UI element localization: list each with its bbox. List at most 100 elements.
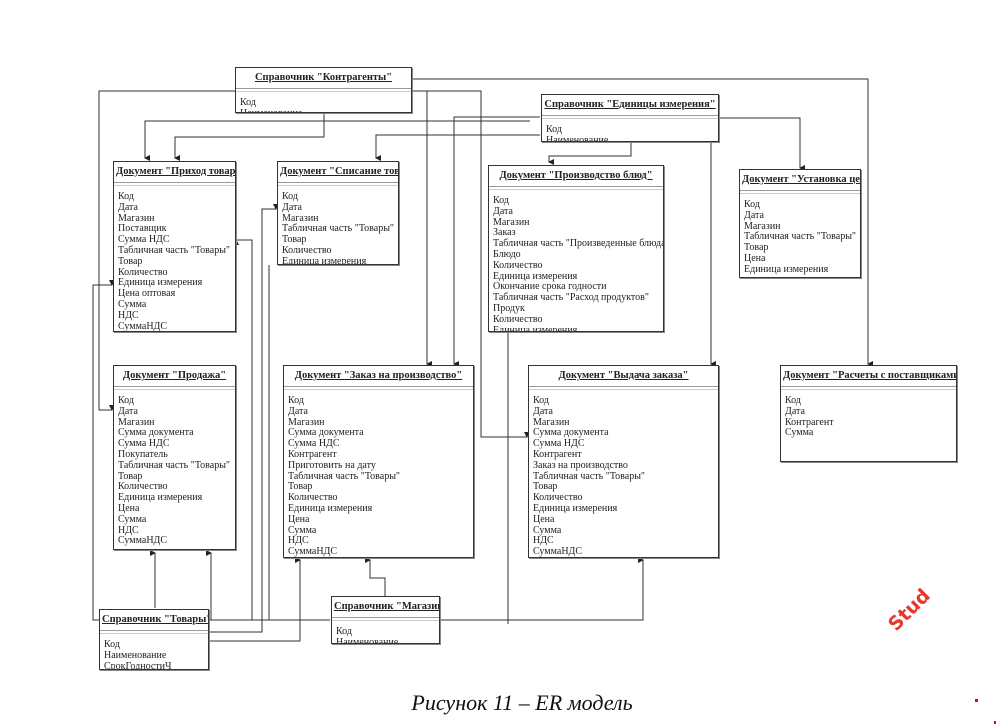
entity-title: Документ "Выдача заказа" [529,366,718,387]
entity-field: Сумма НДС [118,438,170,450]
entity-field: Код [546,124,562,135]
entity-field: Контрагент [288,448,337,460]
entity-field: Код [118,395,134,406]
entity-field: Количество [533,492,583,504]
entity-field: Единица измерения [533,502,618,514]
entity-field: Магазин [744,220,781,232]
entity-title: Документ "Производство блюд" [489,166,663,187]
entity-field: Магазин [493,216,530,228]
entity-title: Справочник "Магазины" [332,597,439,618]
connector-edinicy-spisanie [375,134,540,161]
connector-tovary-prihod-left [92,280,115,621]
entity-field: Сумма [533,524,562,536]
entity-field: Магазин [282,212,319,224]
entity-field: СуммаНДС [533,546,583,558]
connector-edinicy-ustanovka [719,117,805,171]
entity-field: СуммаНДС [288,546,338,558]
connector-tovary-zakaz [208,557,301,642]
entity-field: Единица измерения [282,255,367,265]
entity-field: Наименование [546,134,609,142]
entity-field: Сумма документа [533,427,609,439]
entity-field: Сумма документа [118,427,194,439]
entity-field: Табличная часть "Расход продуктов" [493,292,649,304]
entity-field: Код [288,395,304,406]
entity-field: Товар [282,234,307,246]
entity-field: Единица измерения [493,324,578,332]
entity-field: Товар [533,481,558,493]
entity-spisanie-tovarov[interactable]: Документ "Списание товаров" КодДатаМагаз… [277,161,399,265]
connector-edinicy-zakaz [453,116,540,367]
entity-field: Табличная часть "Товары" [118,459,231,471]
entity-field: Наименование [240,108,407,112]
entity-title: Справочник "Единицы измерения" [542,95,718,116]
entity-field: Код [533,395,549,406]
entity-field: Цена оптовая [118,288,176,300]
connector-kontragenty-raschety [412,78,873,367]
entity-field: Поставщик [118,223,167,235]
entity-field: Сумма [118,513,147,525]
connector-kontragenty-prihod-2 [144,120,530,161]
entity-field: Табличная часть "Товары" [744,231,857,243]
entity-field: Товар [118,255,143,267]
connector-magaziny-zakaz [365,557,386,597]
entity-title: Документ "Приход товаров" [114,162,235,183]
entity-prihod-tovarov[interactable]: Документ "Приход товаров" КодДатаМагазин… [113,161,236,332]
entity-field: Количество [118,266,168,278]
entity-field: НДС [533,535,554,547]
entity-field: Контрагент [533,448,582,460]
entity-field: Единица измерения [493,270,578,282]
entity-field: Магазин [533,416,570,428]
entity-field: Дата [288,405,308,417]
entity-field: Дата [785,405,805,417]
entity-field: Магазин [288,416,325,428]
entity-field: Код [493,195,509,206]
entity-field: Единица измерения [288,502,373,514]
entity-field: Единица измерения [118,277,203,289]
entity-field: Сумма НДС [533,438,585,450]
entity-field: Окончание срока годности [493,281,607,293]
entity-field: Цена [118,502,140,514]
entity-field: Дата [118,405,138,417]
entity-field: Сумма документа [288,427,364,439]
entity-field: НДС [118,309,139,321]
entity-field: Дата [282,201,302,213]
entity-title: Документ "Установка цен на [740,170,860,191]
entity-field: Табличная часть "Произведенные блюда" [493,238,664,250]
connector-kontragenty-zakaz [412,90,432,367]
entity-field: Наименование [336,636,399,644]
entity-field: Сумма НДС [118,234,170,246]
entity-field: Количество [118,481,168,493]
entity-field: Дата [744,209,764,221]
connector-kontragenty-vydacha [412,90,530,438]
entity-field: Заказ [493,227,516,239]
entity-field: Количество [288,492,338,504]
entity-field: Дата [533,405,553,417]
entity-field: Единица измерения [744,263,829,275]
figure-caption: Рисунок 11 – ER модель [411,690,633,715]
entity-field: Сумма [288,524,317,536]
entity-field: Товар [118,470,143,482]
entity-field: Табличная часть "Товары" [533,470,646,482]
entity-field: Сумма [118,298,147,310]
connector-magaziny-vydacha [440,557,644,621]
entity-ustanovka-cen[interactable]: Документ "Установка цен на КодДатаМагази… [739,169,861,278]
entity-field: Код [282,191,298,202]
entity-field: Сумма НДС [288,438,340,450]
entity-title: Документ "Списание товаров" [278,162,398,183]
